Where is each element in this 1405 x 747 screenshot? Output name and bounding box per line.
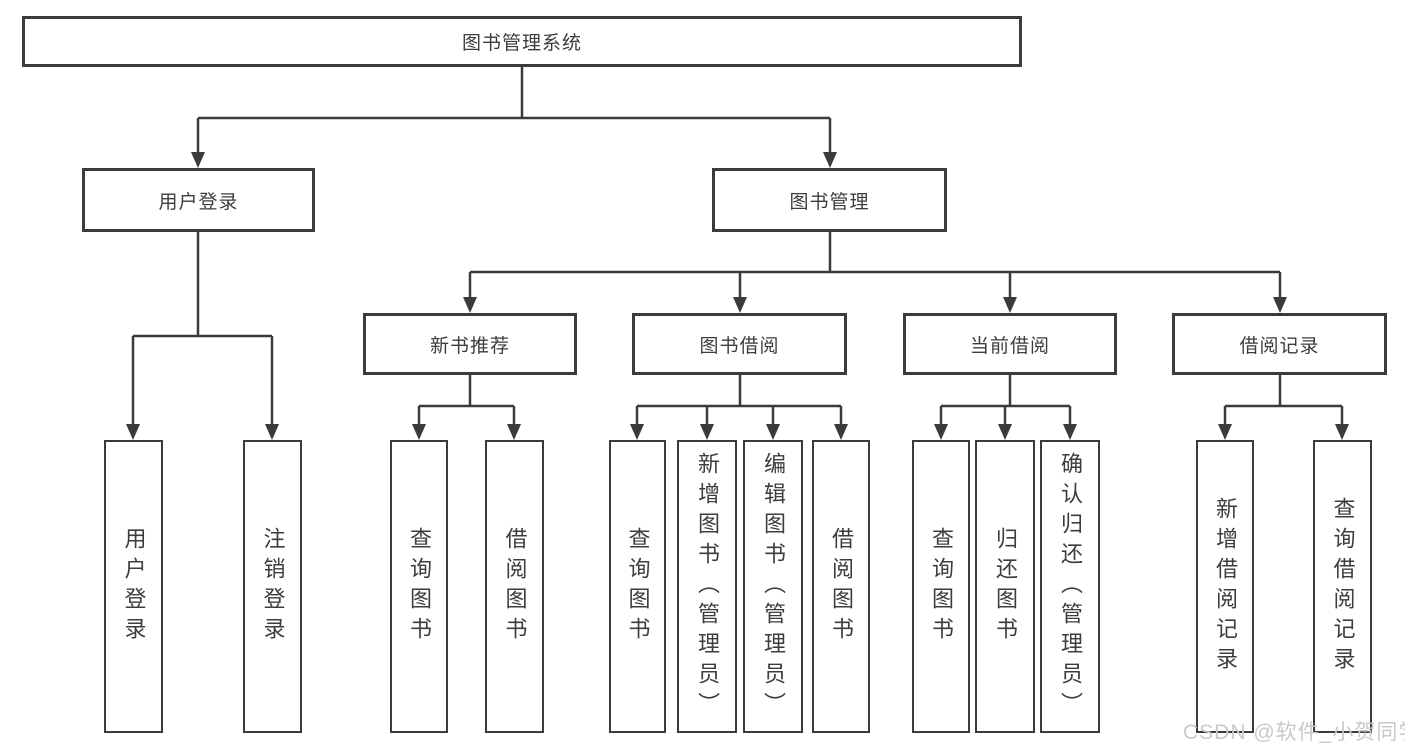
connector-book-management-branch [468,232,1282,299]
leaf-records-query-record: 查询借阅记录 [1313,440,1372,733]
leaf-borrowing-add-books-admin: 新增图书（管理员） [677,440,737,733]
arrowhead-icon [1003,297,1017,313]
node-new-book-recommend: 新书推荐 [363,313,577,375]
arrowhead-icon [463,297,477,313]
node-current-borrowing: 当前借阅 [903,313,1117,375]
arrowhead-icon [265,424,279,440]
leaf-current-query-books: 查询图书 [912,440,970,733]
arrowhead-icon [700,424,714,440]
arrowhead-icon [412,424,426,440]
arrowhead-icon [1218,424,1232,440]
leaf-user-login: 用户登录 [104,440,163,733]
connector-root-to-level2 [196,67,832,154]
arrowhead-icon [1335,424,1349,440]
node-borrowing-records: 借阅记录 [1172,313,1387,375]
arrowhead-icon [191,152,205,168]
connector-book-borrowing-branch [635,375,843,426]
node-book-management: 图书管理 [712,168,947,232]
arrowhead-icon [1063,424,1077,440]
connector-new-book-recommend-branch [417,375,516,426]
leaf-current-return-books: 归还图书 [975,440,1035,733]
connector-user-login-branch [131,232,274,426]
leaf-records-add-record: 新增借阅记录 [1196,440,1254,733]
node-book-borrowing: 图书借阅 [632,313,847,375]
arrowheads [126,152,1349,440]
connector-lines [131,67,1344,426]
arrowhead-icon [934,424,948,440]
csdn-watermark: CSDN @软件_小贺同学 [1183,721,1405,744]
arrowhead-icon [733,297,747,313]
arrowhead-icon [998,424,1012,440]
leaf-logout: 注销登录 [243,440,302,733]
connector-borrowing-records-branch [1223,375,1344,426]
arrowhead-icon [507,424,521,440]
arrowhead-icon [823,152,837,168]
leaf-borrowing-query-books: 查询图书 [609,440,666,733]
arrowhead-icon [766,424,780,440]
arrowhead-icon [126,424,140,440]
leaf-current-confirm-return-admin: 确认归还（管理员） [1040,440,1100,733]
leaf-recommend-borrow-books: 借阅图书 [485,440,544,733]
leaf-borrowing-borrow-books: 借阅图书 [812,440,870,733]
connector-current-borrowing-branch [939,375,1072,426]
arrowhead-icon [630,424,644,440]
node-library-system: 图书管理系统 [22,16,1022,67]
arrowhead-icon [1273,297,1287,313]
node-user-login: 用户登录 [82,168,315,232]
arrowhead-icon [834,424,848,440]
leaf-recommend-query-books: 查询图书 [390,440,448,733]
leaf-borrowing-edit-books-admin: 编辑图书（管理员） [743,440,803,733]
